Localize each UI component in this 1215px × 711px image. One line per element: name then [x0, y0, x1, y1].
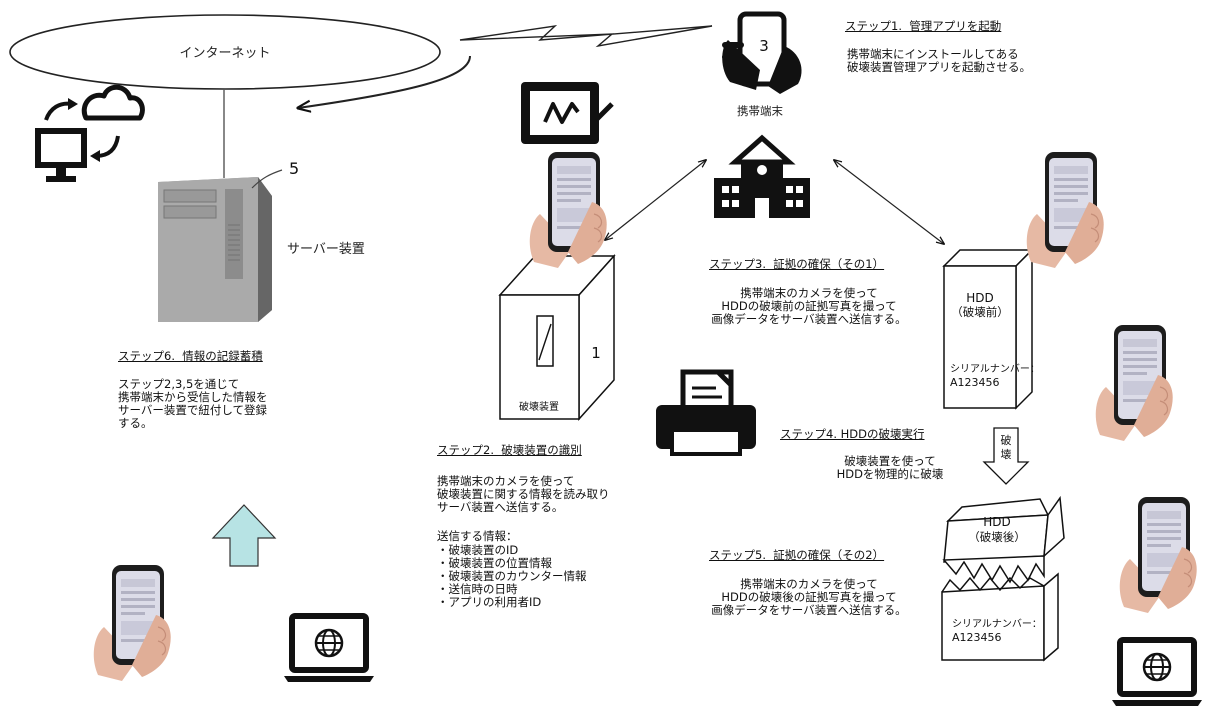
server-tower-icon	[158, 169, 283, 322]
mobile-terminal-icon	[722, 11, 802, 94]
arrow-terminal-to-destroyer	[605, 160, 706, 240]
step6-body: ステップ2,3,5を通じて 携帯端末から受信した情報を サーバー装置で紐付して登…	[118, 377, 268, 430]
step2-list-item: ・破壊装置のID	[437, 543, 519, 557]
destroy-down-arrow	[982, 427, 1030, 485]
mobile-terminal-label: 携帯端末	[737, 104, 783, 118]
return-arc-arrow	[298, 55, 471, 108]
hdd-after-title: HDD	[983, 515, 1011, 529]
destroyer-label: 破壊装置	[519, 400, 559, 413]
phone-in-hand-icon	[1095, 324, 1174, 442]
step2-title: ステップ2. 破壊装置の識別	[437, 443, 582, 457]
step2-body: 携帯端末のカメラを使って 破壊装置に関する情報を読み取り サーバ装置へ送信する。	[437, 474, 610, 514]
hdd-after-serial-label: シリアルナンバー：	[952, 618, 1042, 630]
phone-in-hand-icon	[93, 564, 172, 682]
step5-body: 携帯端末のカメラを使って HDDの破壊後の証拠写真を撮って 画像データをサーバ装…	[711, 577, 907, 617]
laptop-globe-icon	[284, 616, 374, 682]
hdd-before-box	[942, 248, 1034, 410]
step2-list-item: ・破壊装置のカウンター情報	[437, 569, 587, 583]
mobile-terminal-number: 3	[759, 37, 769, 55]
laptop-globe-icon	[1112, 640, 1202, 706]
wireless-link	[459, 24, 713, 48]
phone-in-hand-icon	[529, 151, 608, 269]
step1-body: 携帯端末にインストールしてある 破壊装置管理アプリを起動させる。	[847, 47, 1031, 74]
step2-list-item: ・アプリの利用者ID	[437, 595, 542, 609]
destroy-arrow-char2: 壊	[1001, 448, 1012, 461]
destroyer-number: 1	[591, 344, 601, 362]
hdd-before-title: HDD	[966, 291, 994, 305]
destroyer-box	[498, 254, 616, 421]
server-number: 5	[289, 159, 299, 178]
destroy-arrow-char1: 破	[1001, 433, 1012, 447]
phone-in-hand-icon	[1119, 496, 1198, 614]
step6-title: ステップ6. 情報の記録蓄積	[118, 349, 263, 363]
hdd-before-subtitle: （破壊前）	[951, 305, 1009, 319]
printer-icon	[656, 369, 756, 456]
step2-list-title: 送信する情報：	[437, 529, 518, 543]
school-building-icon	[714, 134, 810, 218]
hdd-before-serial: A123456	[950, 376, 1000, 389]
step4-body: 破壊装置を使って HDDを物理的に破壊	[836, 454, 944, 481]
internet-label: インターネット	[179, 46, 270, 61]
upload-up-arrow	[211, 504, 277, 567]
step4-title: ステップ4. HDDの破壊実行	[780, 427, 925, 441]
step1-title: ステップ1. 管理アプリを起動	[845, 19, 1002, 33]
step3-title: ステップ3. 証拠の確保（その1）	[709, 257, 885, 271]
server-label: サーバー装置	[287, 242, 365, 257]
tablet-signal-icon	[521, 82, 614, 144]
step2-list-item: ・破壊装置の位置情報	[437, 556, 552, 570]
hdd-after-box	[941, 495, 1065, 662]
step5-title: ステップ5. 証拠の確保（その2）	[709, 548, 885, 562]
phone-in-hand-icon	[1026, 151, 1105, 269]
cloud-sync-icon	[35, 84, 145, 182]
step3-body: 携帯端末のカメラを使って HDDの破壊前の証拠写真を撮って 画像データをサーバ装…	[711, 286, 907, 326]
hdd-after-serial: A123456	[952, 631, 1002, 644]
hdd-before-serial-label: シリアルナンバー：	[950, 363, 1040, 375]
arrow-terminal-to-hdd	[834, 160, 944, 244]
internet-cloud	[9, 14, 441, 90]
hdd-after-subtitle: （破壊後）	[968, 530, 1026, 544]
step2-list-item: ・送信時の日時	[437, 582, 518, 596]
